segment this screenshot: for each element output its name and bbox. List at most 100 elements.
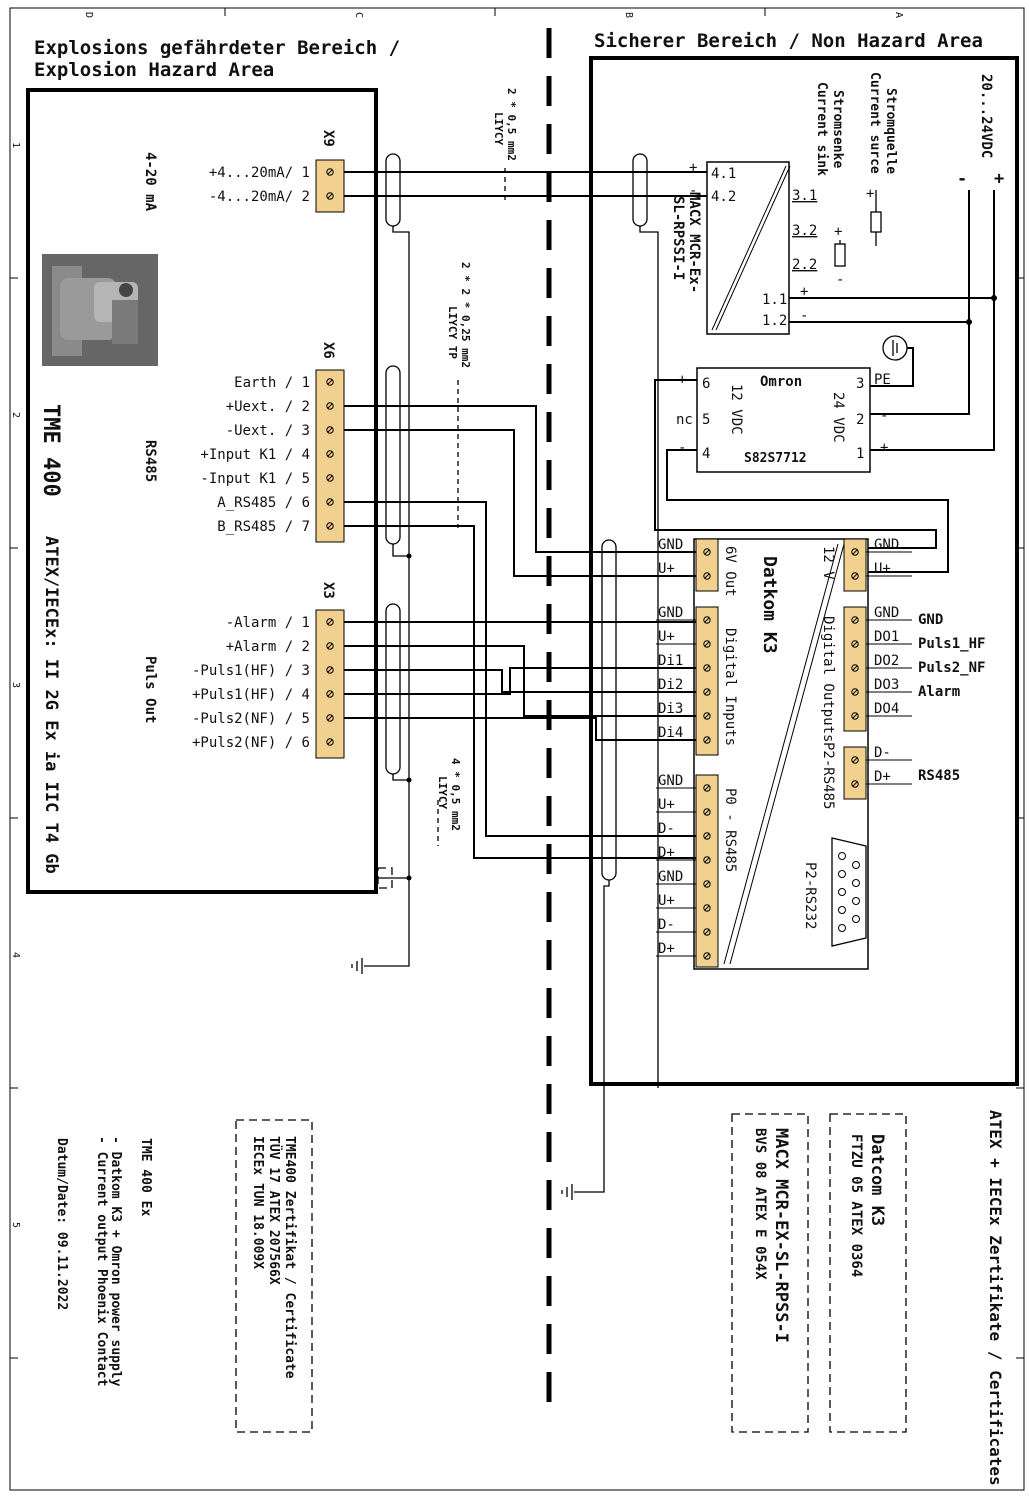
safe-area-enclosure bbox=[589, 56, 1019, 1086]
screw-terminal-icon bbox=[851, 616, 859, 624]
omron-pin-2: 2 bbox=[856, 412, 864, 428]
macx-in-plus: + bbox=[689, 160, 697, 176]
screw-terminal-icon bbox=[326, 738, 334, 746]
svg-text:-: - bbox=[880, 408, 888, 424]
omron-model: S82S7712 bbox=[744, 451, 807, 466]
x9-group-label: 4-20 mA bbox=[142, 152, 158, 212]
notes-line1: - Datkom K3 + Omron power supply bbox=[108, 1136, 123, 1387]
current-source-en: Current surce bbox=[867, 72, 882, 174]
screw-terminal-icon bbox=[703, 904, 711, 912]
x3-pin-2: +Alarm / 2 bbox=[226, 639, 310, 655]
datcom-6v-out-title: 6V Out bbox=[722, 546, 738, 597]
current-sink-en: Current sink bbox=[814, 82, 829, 176]
x9-id: X9 bbox=[320, 130, 336, 147]
datcom-cert-box bbox=[829, 1113, 907, 1433]
screw-terminal-icon bbox=[703, 736, 711, 744]
cable-c1-type: LIYCY bbox=[492, 112, 505, 145]
datcom-p0-rs485-pin-7: D- bbox=[658, 917, 675, 933]
cable-c2-type: LIYCY TP bbox=[446, 306, 459, 359]
x6-pin-7: B_RS485 / 7 bbox=[217, 519, 310, 535]
screw-terminal-icon bbox=[326, 498, 334, 506]
screw-terminal-icon bbox=[851, 756, 859, 764]
supply-minus: - bbox=[957, 169, 967, 189]
screw-terminal-icon bbox=[326, 690, 334, 698]
datcom-k3-logger: Datkom K3 6V Out 12 V Digital Inputs Dig… bbox=[693, 538, 869, 970]
tme-cert-line1: TME400 Zertifikat / Certificate bbox=[282, 1136, 297, 1379]
x6-pin-5: -Input K1 / 5 bbox=[200, 471, 310, 487]
datcom-p0-rs485-pin-8: D+ bbox=[658, 941, 675, 957]
svg-text:-: - bbox=[836, 272, 844, 288]
digital-output-function-1: GND bbox=[918, 612, 943, 628]
datcom-p2-rs232-title: P2-RS232 bbox=[802, 862, 818, 929]
screw-terminal-icon bbox=[851, 688, 859, 696]
omron-power-supply: Omron S82S7712 12 VDC 24 VDC 6 5 4 3 2 1… bbox=[676, 335, 908, 473]
datcom-digital-input-pin-6: Di4 bbox=[658, 725, 683, 741]
datcom-digital-input-pin-5: Di3 bbox=[658, 701, 683, 717]
screw-terminal-icon bbox=[326, 192, 334, 200]
screw-terminal-icon bbox=[703, 572, 711, 580]
x6-pin-3: -Uext. / 3 bbox=[226, 423, 310, 439]
x6-pin-2: +Uext. / 2 bbox=[226, 399, 310, 415]
macx-term-3.2: 3.2 bbox=[792, 223, 817, 239]
x3-id: X3 bbox=[320, 582, 336, 599]
x3-pin-4: +Puls1(HF) / 4 bbox=[192, 687, 310, 703]
current-sink-de: Stromsenke bbox=[830, 90, 845, 168]
x3-pin-6: +Puls2(NF) / 6 bbox=[192, 735, 310, 751]
datcom-p0-rs485-title: P0 - RS485 bbox=[722, 788, 738, 872]
datcom-12v-pin-2: U+ bbox=[874, 561, 891, 577]
x6-pin-6: A_RS485 / 6 bbox=[217, 495, 310, 511]
signal-wiring bbox=[344, 171, 997, 859]
omron-pin-1: 1 bbox=[856, 446, 864, 462]
omron-pe: PE bbox=[874, 372, 891, 388]
supply-voltage-label: 20...24VDC bbox=[978, 74, 994, 158]
frame-mark-d: D bbox=[83, 12, 94, 18]
datcom-p0-rs485-pin-1: GND bbox=[658, 773, 683, 789]
omron-pin-5: 5 bbox=[702, 412, 710, 428]
screw-terminal-icon bbox=[703, 664, 711, 672]
svg-text:+: + bbox=[880, 440, 888, 456]
datcom-digital-output-pin-2: DO1 bbox=[874, 629, 899, 645]
screw-terminal-icon bbox=[703, 640, 711, 648]
cable-shield-x9 bbox=[385, 153, 401, 227]
frame-mark-1: 1 bbox=[10, 142, 21, 148]
notes-date: Datum/Date: 09.11.2022 bbox=[54, 1138, 69, 1310]
certificates-title: ATEX + IECEx Zertifikate / Certificates bbox=[986, 1110, 1005, 1486]
datcom-digital-output-pin-4: DO3 bbox=[874, 677, 899, 693]
frame-mark-b: B bbox=[623, 12, 634, 18]
macx-term-1.2: 1.2 bbox=[762, 313, 787, 329]
datcom-p0-rs485-pin-2: U+ bbox=[658, 797, 675, 813]
omron-pin-3: 3 bbox=[856, 376, 864, 392]
omron-pin-6: 6 bbox=[702, 376, 710, 392]
x6-group-label: RS485 bbox=[142, 440, 158, 482]
screw-terminal-icon bbox=[703, 548, 711, 556]
drawing-frame: D C B A 1 2 3 4 5 bbox=[9, 7, 1025, 1491]
datcom-digital-output-pin-1: GND bbox=[874, 605, 899, 621]
datcom-cert-name: Datcom K3 bbox=[867, 1134, 887, 1226]
datcom-p0-rs485-pin-6: U+ bbox=[658, 893, 675, 909]
digital-output-function-2: Puls1_HF bbox=[918, 636, 985, 652]
x3-group-label: Puls Out bbox=[142, 656, 158, 723]
macx-cert-name: MACX MCR-EX-SL-RPSS-I bbox=[771, 1128, 791, 1343]
tme400-device-photo bbox=[42, 254, 158, 366]
svg-text:+: + bbox=[834, 224, 842, 240]
frame-mark-4: 4 bbox=[10, 952, 21, 958]
shield-earth-wiring bbox=[351, 226, 659, 1200]
macx-term-4.1: 4.1 bbox=[711, 166, 736, 182]
screw-terminal-icon bbox=[703, 784, 711, 792]
current-sink-resistor: + - bbox=[834, 224, 846, 288]
safe-area-title: Sicherer Bereich / Non Hazard Area bbox=[594, 30, 983, 52]
datcom-p2-rs485-pin-1: D- bbox=[874, 745, 891, 761]
frame-mark-c: C bbox=[353, 12, 364, 18]
digital-output-function-4: Alarm bbox=[918, 684, 960, 700]
screw-terminal-icon bbox=[326, 168, 334, 176]
screw-terminal-icon bbox=[851, 640, 859, 648]
macx-term-2.2: 2.2 bbox=[792, 257, 817, 273]
screw-terminal-icon bbox=[851, 548, 859, 556]
screw-terminal-icon bbox=[326, 666, 334, 674]
screw-terminal-icon bbox=[703, 616, 711, 624]
datcom-digital-input-pin-3: Di1 bbox=[658, 653, 683, 669]
macx-name-line1: MACX MCR-Ex- bbox=[686, 192, 702, 293]
pe-earth-icon bbox=[882, 335, 908, 361]
datcom-digital-input-pin-4: Di2 bbox=[658, 677, 683, 693]
